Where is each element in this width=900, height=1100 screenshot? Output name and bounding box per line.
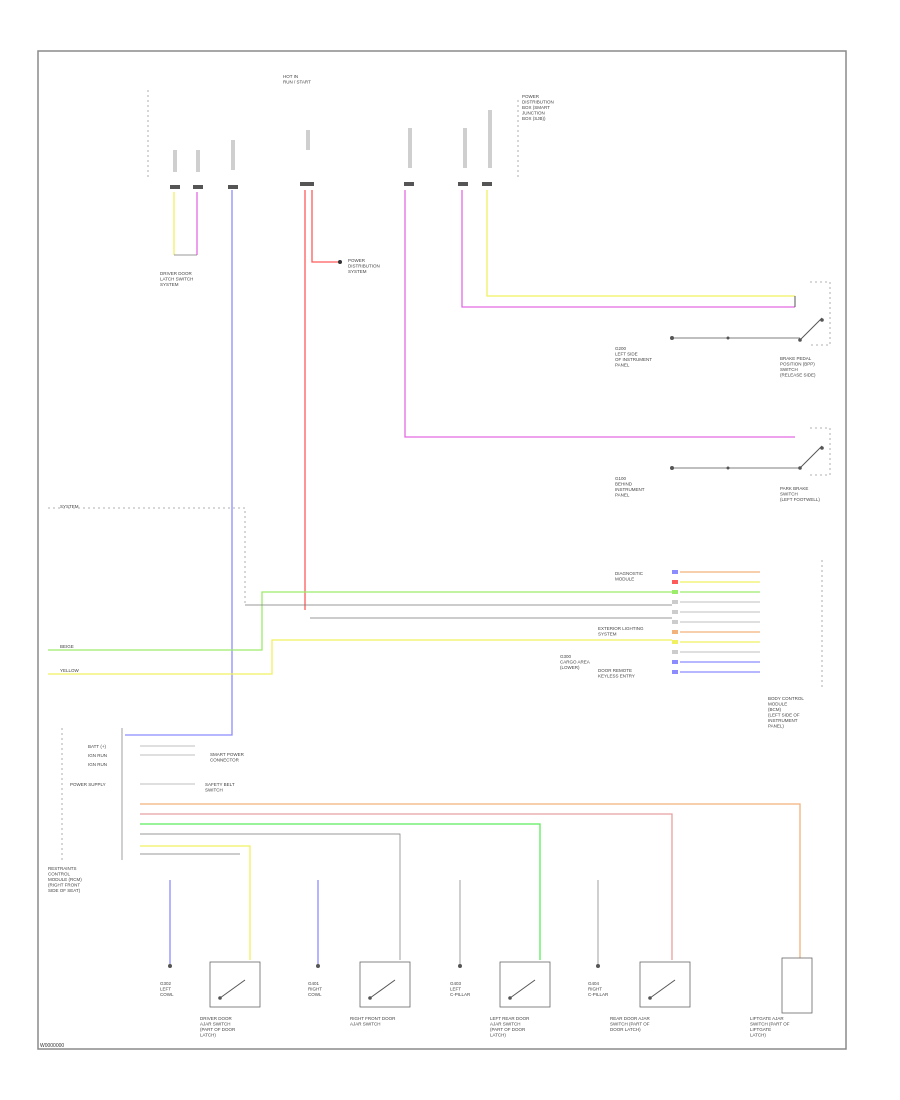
wire-red-branch (311, 190, 340, 263)
park-brake-switch (798, 427, 831, 476)
rcm-row-label-4: POWER SUPPLY (70, 782, 106, 787)
wire-magenta-bpp (461, 190, 795, 308)
rcm-row-label-2: IGN RUN (88, 753, 107, 758)
left-label-system: SYSTEM (60, 504, 79, 509)
rcm-module (61, 728, 195, 860)
wire-magenta-park-brake (404, 190, 795, 438)
wire-yellow-left (48, 639, 672, 675)
left-label-beige: BEIGE (60, 644, 74, 649)
park-brake-ground-wire (670, 466, 800, 470)
left-label-yellow: YELLOW (60, 668, 80, 673)
top-connectors (170, 182, 492, 189)
rcm-row-label-3: IGN RUN (88, 762, 107, 767)
figure-id: W0000000 (40, 1043, 64, 1049)
splice-red (338, 260, 342, 264)
driver-door-ajar-switch (209, 961, 261, 1008)
wire-pink-rear-door (140, 813, 673, 960)
bcm-pin-wires (680, 571, 760, 673)
wire-gray-right-front (140, 833, 401, 960)
bcm-pin-rows (672, 570, 678, 674)
wire-yellow-driver-door (140, 845, 251, 960)
wire-blue-main (125, 190, 233, 736)
wire-orange-liftgate (140, 803, 801, 960)
bcm-module (672, 560, 823, 690)
diagram-frame (37, 50, 847, 1050)
left-rear-door-ajar-switch (499, 961, 551, 1008)
rear-door-ajar-switch (639, 961, 691, 1008)
wire-yellow-bpp (486, 190, 795, 297)
wire-green-left (48, 591, 672, 651)
right-front-door-ajar-switch (359, 961, 411, 1008)
bpp-switch (794, 281, 831, 346)
liftgate-ajar-switch (781, 957, 813, 1014)
rcm-row-label-1: BATT (+) (88, 744, 106, 749)
ground-symbols (168, 964, 600, 968)
top-wire-labels (173, 110, 492, 172)
rcm-row-wires (140, 745, 195, 785)
bpp-ground-wire (670, 336, 800, 340)
wire-green-left-rear (140, 823, 541, 960)
left-system-line (48, 507, 246, 605)
